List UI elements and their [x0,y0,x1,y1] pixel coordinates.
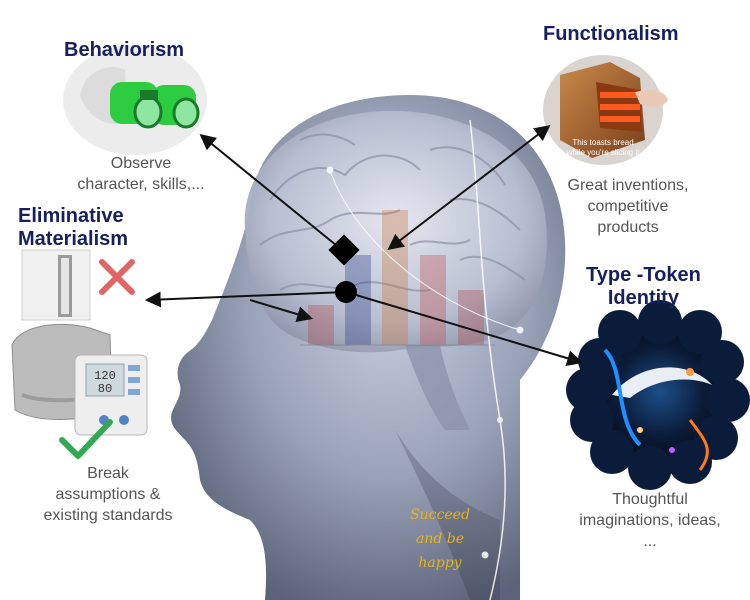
motto-line-1: Succeed [410,507,470,523]
functionalism-description: Great inventions, competitive products [553,175,703,238]
eliminative-desc-line-3: existing standards [43,507,173,524]
eliminative-desc-line-1: Break [87,465,129,482]
functionalism-title: Functionalism [543,23,679,45]
motto-line-2: and be [415,531,465,547]
behaviorism-description: Observe character, skills,... [66,153,216,195]
functionalism-desc-line-1: Great inventions, [567,177,689,194]
behaviorism-title: Behaviorism [64,39,185,61]
behaviorism-desc-line-1: Observe [110,155,172,172]
arrow-to-functionalism [387,125,551,250]
arrow-to-behaviorism [199,133,343,251]
circle-marker-icon [335,281,357,303]
cross-mark-icon [99,259,135,295]
blood-pressure-monitor-icon [11,323,148,436]
eliminative-materialism-title: Eliminative Materialism [18,205,128,251]
arrow-into-brain-center [249,299,314,322]
functionalism-desc-line-2: competitive [587,198,669,215]
arrow-to-type-token-identity [345,291,584,366]
motto-text: Succeed and be happy [395,503,485,575]
toaster-bread-icon [543,55,668,165]
functionalism-desc-line-3: products [597,219,659,236]
monitor-diastolic-reading: 80 [98,382,112,396]
eliminative-materialism-description: Break assumptions & existing standards [28,463,188,526]
type-token-identity-title: Type -Token Identity [586,264,701,310]
type-token-title-line-2: Identity [607,287,679,309]
check-mark-icon [59,419,113,459]
eliminative-desc-line-2: assumptions & [55,486,161,503]
motto-line-3: happy [418,555,462,571]
binoculars-icon [63,45,207,155]
cosmic-art-icon [566,300,750,490]
type-token-desc-line-2: imaginations, ideas, [579,512,721,529]
type-token-desc-line-1: Thoughtful [612,491,688,508]
type-token-identity-description: Thoughtful imaginations, ideas, ... [570,489,730,552]
image-caption-line-2: while you're slicing it [566,148,640,157]
monitor-systolic-reading: 120 [94,369,116,383]
type-token-title-line-1: Type -Token [586,264,701,286]
arrow-to-eliminative-materialism [144,291,347,308]
image-caption-line-1: This toasts bread [572,138,633,147]
mercury-sphygmomanometer-icon [21,249,91,321]
eliminative-title-line-1: Eliminative [18,205,124,227]
connector-arrows [144,125,584,366]
type-token-desc-line-3: ... [643,533,657,550]
eliminative-title-line-2: Materialism [18,228,129,250]
behaviorism-desc-line-2: character, skills,... [77,176,205,193]
diamond-marker-icon [328,234,360,266]
